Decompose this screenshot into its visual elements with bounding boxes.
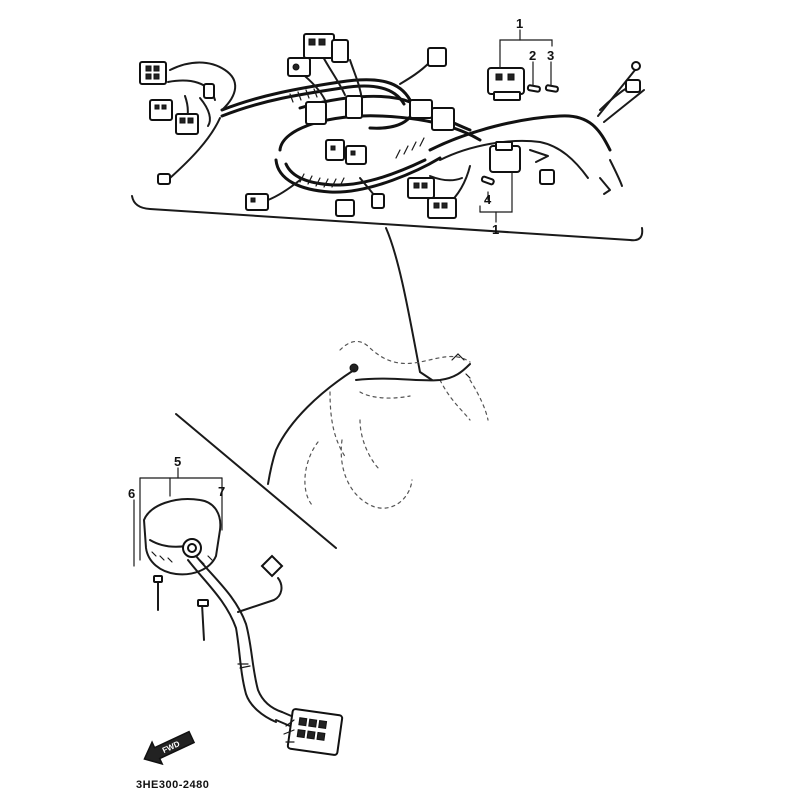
callout-3: 3 xyxy=(547,48,554,63)
connector-top-1 xyxy=(303,33,335,59)
connector-left-1 xyxy=(139,61,167,85)
callout-brackets-upper xyxy=(479,29,553,223)
callout-1-top: 1 xyxy=(516,16,523,31)
harness-trunk xyxy=(220,69,645,205)
connector-left-2 xyxy=(149,99,173,121)
switch-connector xyxy=(275,708,344,756)
handlebar-switch xyxy=(143,498,222,576)
harness-center-connectors xyxy=(245,139,457,219)
callout-numbers: 1 2 3 4 1 5 6 7 xyxy=(128,16,554,501)
harness-left-connectors xyxy=(139,61,237,185)
relay-upper xyxy=(487,67,525,95)
mount-point xyxy=(349,363,359,373)
part-code: 3HE300-2480 xyxy=(136,779,209,791)
callout-6: 6 xyxy=(128,486,135,501)
harness-top-connectors xyxy=(287,33,455,131)
connector-top-3 xyxy=(427,47,447,67)
switch-detail-panel xyxy=(133,413,344,756)
lower-panel-border xyxy=(175,413,337,549)
connector-center-low xyxy=(407,177,435,199)
bolt-3 xyxy=(544,84,559,93)
leader-line-harness xyxy=(385,227,433,381)
connector-left-3 xyxy=(175,113,199,135)
terminal-right-1 xyxy=(539,169,555,185)
callout-5: 5 xyxy=(174,454,181,469)
main-harness-panel xyxy=(131,29,645,242)
callout-2: 2 xyxy=(529,48,536,63)
frame-outline xyxy=(304,340,489,509)
callout-4: 4 xyxy=(484,192,492,207)
callout-1-bottom: 1 xyxy=(492,222,499,237)
callout-7: 7 xyxy=(218,484,225,499)
screw-6 xyxy=(153,575,163,583)
panel-border xyxy=(131,195,644,242)
bolt-4 xyxy=(480,175,495,186)
harness-right-components xyxy=(480,61,641,195)
screws xyxy=(153,575,209,641)
screw-7 xyxy=(197,599,209,607)
switch-cable xyxy=(187,554,284,723)
callout-brackets-lower xyxy=(133,467,223,567)
bolt-2 xyxy=(526,84,541,93)
connector-bottom-left xyxy=(245,193,269,211)
terminal-right-2 xyxy=(625,79,641,93)
fwd-arrow: FWD xyxy=(143,730,196,766)
ground-terminal xyxy=(260,554,284,578)
leader-line-switch xyxy=(267,369,355,485)
terminal-left xyxy=(157,173,171,185)
